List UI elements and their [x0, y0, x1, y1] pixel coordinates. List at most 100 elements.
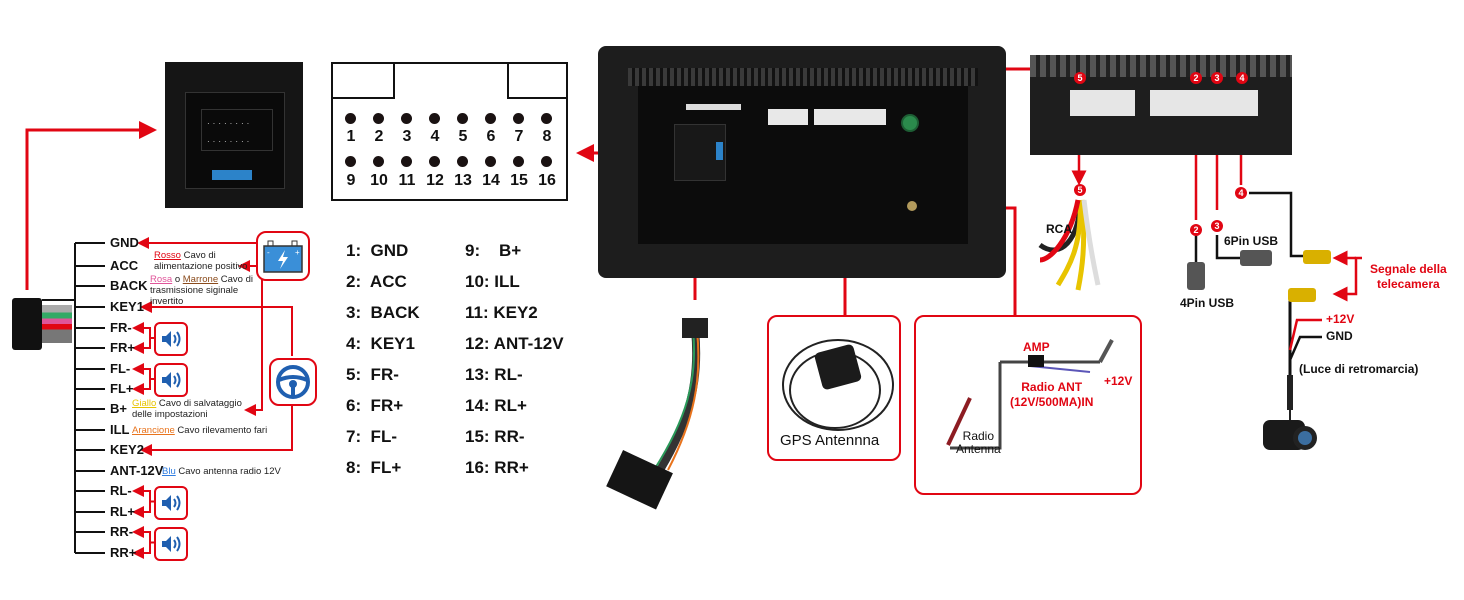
pin-number: 7 — [514, 128, 524, 145]
fuse — [212, 170, 252, 180]
pin-dot — [345, 113, 356, 124]
speaker-box — [154, 363, 188, 397]
radio-antenna-box — [914, 315, 1142, 495]
port-badge: 5 — [1074, 72, 1086, 84]
harness-pin-label: GND — [110, 235, 139, 250]
legend-item: 7: FL- — [346, 427, 397, 446]
gps-antenna-box — [767, 315, 901, 461]
legend-item: 15: RR- — [465, 427, 525, 446]
legend-item: 2: ACC — [346, 272, 407, 291]
battery-box: -+ — [256, 231, 310, 281]
connector-closeup — [1030, 55, 1292, 155]
speaker-icon — [162, 494, 181, 511]
camera-12v: +12V — [1326, 312, 1355, 326]
pin-dot — [485, 113, 496, 124]
svg-text:+: + — [295, 248, 300, 257]
legend-item: 5: FR- — [346, 365, 399, 384]
harness-pin-label: KEY2 — [110, 442, 144, 457]
legend-item: 3: BACK — [346, 303, 420, 322]
speaker-arrow — [132, 500, 154, 518]
speaker-arrow — [132, 541, 154, 559]
harness-pin-label: RL- — [110, 483, 132, 498]
port-badge: 4 — [1236, 72, 1248, 84]
pin-number: 8 — [542, 128, 552, 145]
connector-photo: ········ ········ — [165, 62, 303, 208]
pin-dot — [485, 156, 496, 167]
pin-number: 5 — [458, 128, 468, 145]
harness-pin-label: FR- — [110, 320, 132, 335]
port-badge: 2 — [1190, 72, 1202, 84]
pin-dot — [457, 113, 468, 124]
harness-pin-label: RR- — [110, 524, 134, 539]
pin-number: 1 — [346, 128, 356, 145]
harness-plug — [12, 298, 42, 350]
camera-gnd: GND — [1326, 329, 1353, 343]
legend-item: 13: RL- — [465, 365, 523, 384]
speaker-arrow — [132, 337, 154, 354]
port-badge: 3 — [1211, 72, 1223, 84]
port-badge: 3 — [1211, 220, 1223, 232]
steering-wheel-icon — [276, 365, 310, 399]
speaker-icon — [162, 372, 181, 388]
port-badge: 4 — [1235, 187, 1247, 199]
radio-ant-in: Radio ANT(12V/500MA)IN — [1010, 380, 1094, 409]
legend-item: 1: GND — [346, 241, 409, 260]
pin-number: 9 — [346, 172, 356, 189]
pin-number: 12 — [426, 172, 444, 189]
harness-pin-label: KEY1 — [110, 299, 144, 314]
usb6-label: 6Pin USB — [1224, 234, 1279, 248]
legend-item: 12: ANT-12V — [465, 334, 564, 353]
pin-number: 2 — [374, 128, 384, 145]
multi-connector — [768, 109, 808, 125]
pinout-diagram — [331, 62, 568, 201]
legend-item: 9: B+ — [465, 241, 522, 260]
speaker-arrow — [132, 363, 154, 380]
harness-pin-label: RL+ — [110, 504, 135, 519]
amp-label: AMP — [1023, 340, 1050, 354]
steering-box — [269, 358, 317, 406]
pin-dot — [429, 156, 440, 167]
pin-dot — [541, 156, 552, 167]
speaker-icon — [162, 535, 181, 552]
legend-item: 11: KEY2 — [465, 303, 538, 322]
usb4-label: 4Pin USB — [1180, 296, 1235, 310]
speaker-box — [154, 526, 188, 561]
pin-number: 4 — [430, 128, 440, 145]
pin-dot — [541, 113, 552, 124]
pin-number: 10 — [370, 172, 388, 189]
pin-dot — [513, 156, 524, 167]
legend-item: 10: ILL — [465, 272, 520, 291]
head-unit-rear — [598, 46, 1006, 278]
speaker-box — [154, 322, 188, 356]
pin-dot — [373, 156, 384, 167]
speaker-box — [154, 485, 188, 520]
legend-item: 6: FR+ — [346, 396, 404, 415]
speaker-icon — [162, 331, 181, 347]
gps-label: GPS Antennna — [780, 432, 880, 449]
legend-item: 8: FL+ — [346, 458, 402, 477]
harness-pin-label: ACC — [110, 258, 139, 273]
legend-item: 16: RR+ — [465, 458, 529, 477]
speaker-arrow — [132, 485, 154, 503]
harness-pin-label: FL- — [110, 361, 131, 376]
radio-port — [907, 201, 917, 211]
pin-dot — [429, 113, 440, 124]
pin-dot — [373, 113, 384, 124]
pin-number: 15 — [510, 172, 528, 189]
speaker-arrow — [132, 378, 154, 395]
harness-pin-label: ANT-12V — [110, 463, 164, 478]
pin-dot — [457, 156, 468, 167]
rca-label: RCA — [1046, 222, 1072, 236]
harness-pin-label: RR+ — [110, 545, 137, 560]
gps-port — [901, 114, 919, 132]
harness-pin-label: FR+ — [110, 340, 135, 355]
speaker-arrow — [132, 322, 154, 339]
battery-icon: -+ — [263, 240, 303, 273]
